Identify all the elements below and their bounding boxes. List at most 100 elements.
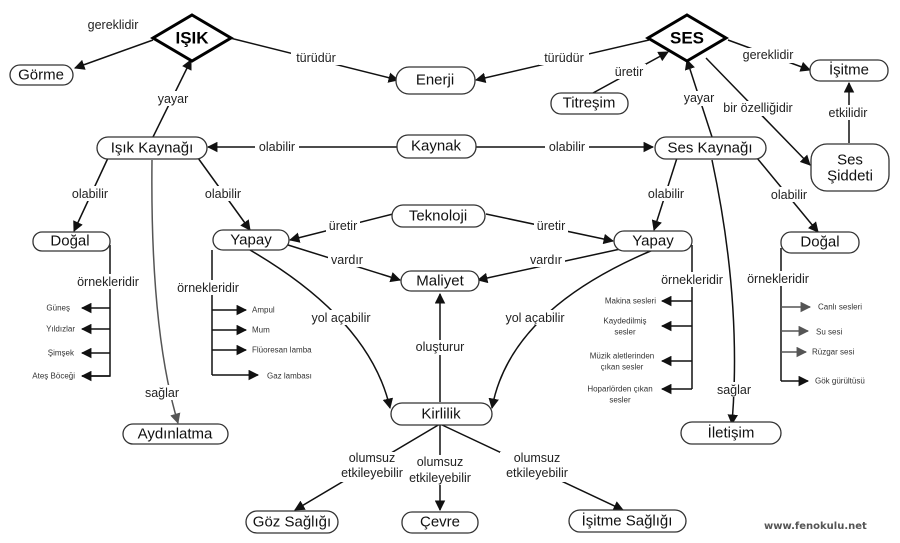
node-ses[interactable]: SES bbox=[645, 13, 729, 63]
isik-kaynagi-label: Işık Kaynağı bbox=[111, 140, 194, 157]
label-ses-isitme: gereklidir bbox=[743, 48, 794, 62]
label-kirlilik-maliyet: oluşturur bbox=[416, 340, 465, 354]
node-yapay-left[interactable]: Yapay bbox=[212, 229, 290, 251]
isik-label: IŞIK bbox=[175, 29, 209, 48]
label-kir-isitme-2: etkileyebilir bbox=[506, 466, 568, 480]
label-ses-enerji: türüdür bbox=[544, 51, 584, 65]
label-kir-cevre-2: etkileyebilir bbox=[409, 471, 471, 485]
label-tek-yapay-r: üretir bbox=[537, 219, 565, 233]
label-kir-cevre-1: olumsuz bbox=[417, 455, 464, 469]
node-iletisim[interactable]: İletişim bbox=[680, 421, 782, 445]
example-yildizlar: Yıldızlar bbox=[46, 325, 75, 334]
node-ses-siddeti[interactable]: Ses Şiddeti bbox=[810, 143, 890, 192]
label-yapay-l-kirlilik: yol açabilir bbox=[311, 311, 370, 325]
watermark: www.fenokulu.net bbox=[764, 521, 867, 532]
node-dogal-left[interactable]: Doğal bbox=[32, 231, 111, 252]
yapay-right-label: Yapay bbox=[632, 233, 674, 250]
ses-siddeti-label-1: Ses bbox=[837, 152, 863, 169]
label-yapay-r-kirlilik: yol açabilir bbox=[505, 311, 564, 325]
node-maliyet[interactable]: Maliyet bbox=[400, 270, 480, 292]
label-ornek-dogal-r: örnekleridir bbox=[747, 272, 809, 286]
example-kaydedilmis-1: Kaydedilmiş bbox=[603, 317, 646, 326]
ses-label: SES bbox=[670, 29, 704, 48]
example-fluoresan: Flüoresan lamba bbox=[252, 346, 312, 355]
kaynak-label: Kaynak bbox=[411, 138, 462, 155]
node-aydinlatma[interactable]: Aydınlatma bbox=[122, 423, 229, 445]
aydinlatma-label: Aydınlatma bbox=[138, 426, 213, 443]
node-titresim[interactable]: Titreşim bbox=[550, 92, 629, 115]
example-ruzgar: Rüzgar sesi bbox=[812, 348, 854, 357]
label-kaynak-ik: olabilir bbox=[259, 140, 295, 154]
node-cevre[interactable]: Çevre bbox=[401, 511, 479, 534]
kirlilik-label: Kirlilik bbox=[421, 406, 461, 423]
node-gorme[interactable]: Görme bbox=[9, 64, 74, 86]
node-yapay-right[interactable]: Yapay bbox=[613, 230, 693, 252]
example-hoparlor-2: sesler bbox=[609, 396, 631, 405]
label-ornek-dogal-l: örnekleridir bbox=[77, 275, 139, 289]
example-makina: Makina sesleri bbox=[605, 297, 656, 306]
teknoloji-label: Teknoloji bbox=[409, 208, 467, 225]
example-gunes: Güneş bbox=[46, 304, 70, 313]
yapay-left-label: Yapay bbox=[230, 232, 272, 249]
node-teknoloji[interactable]: Teknoloji bbox=[391, 204, 486, 228]
gorme-label: Görme bbox=[18, 67, 64, 84]
node-isitme[interactable]: İşitme bbox=[809, 59, 889, 82]
node-ses-kaynagi[interactable]: Ses Kaynağı bbox=[654, 136, 767, 160]
isitme-sagligi-label: İşitme Sağlığı bbox=[582, 512, 673, 530]
label-ses-siddet: bir özelliğidir bbox=[723, 101, 792, 115]
example-muzik-2: çıkan sesler bbox=[601, 363, 644, 372]
cevre-label: Çevre bbox=[420, 514, 460, 531]
label-yapay-l-maliyet: vardır bbox=[331, 253, 363, 267]
edge-isik-gorme bbox=[74, 39, 154, 70]
node-kirlilik[interactable]: Kirlilik bbox=[390, 402, 493, 426]
label-kir-isitme-1: olumsuz bbox=[514, 451, 561, 465]
label-ikaynak-isik: yayar bbox=[158, 92, 189, 106]
label-ornek-yapay-r: örnekleridir bbox=[661, 273, 723, 287]
iletisim-label: İletişim bbox=[708, 424, 755, 442]
example-mum: Mum bbox=[252, 326, 270, 335]
node-goz-sagligi[interactable]: Göz Sağlığı bbox=[245, 510, 339, 534]
enerji-label: Enerji bbox=[416, 72, 454, 89]
label-sk-yapay: olabilir bbox=[648, 187, 684, 201]
node-kaynak[interactable]: Kaynak bbox=[396, 134, 477, 159]
label-kaynak-sk: olabilir bbox=[549, 140, 585, 154]
ses-kaynagi-label: Ses Kaynağı bbox=[667, 140, 752, 157]
label-ik-dogal: olabilir bbox=[72, 187, 108, 201]
label-ik-aydinlatma: sağlar bbox=[145, 386, 179, 400]
isitme-label: İşitme bbox=[829, 61, 869, 79]
example-canli: Canlı sesleri bbox=[818, 303, 862, 312]
label-ornek-yapay-l: örnekleridir bbox=[177, 281, 239, 295]
goz-sagligi-label: Göz Sağlığı bbox=[253, 514, 331, 531]
example-gok: Gök gürültüsü bbox=[815, 377, 865, 386]
edge-yapay-l-kirlilik bbox=[249, 249, 394, 410]
label-skaynak-ses: yayar bbox=[684, 91, 715, 105]
label-titresim-ses: üretir bbox=[615, 65, 643, 79]
label-sk-iletisim: sağlar bbox=[717, 383, 751, 397]
label-tek-yapay-l: üretir bbox=[329, 219, 357, 233]
ses-siddeti-label-2: Şiddeti bbox=[827, 168, 873, 185]
maliyet-label: Maliyet bbox=[416, 273, 464, 290]
node-dogal-right[interactable]: Doğal bbox=[780, 231, 860, 254]
label-kir-goz-1: olumsuz bbox=[349, 451, 396, 465]
example-simsek: Şimşek bbox=[48, 349, 75, 358]
example-ates-bocegi: Ateş Böceği bbox=[32, 372, 75, 381]
example-gaz-lambasi: Gaz lambası bbox=[267, 372, 312, 381]
titresim-label: Titreşim bbox=[563, 95, 616, 112]
dogal-left-label: Doğal bbox=[50, 233, 89, 250]
label-siddet-isitme: etkilidir bbox=[829, 106, 868, 120]
node-isik-kaynagi[interactable]: Işık Kaynağı bbox=[96, 136, 208, 160]
node-isik[interactable]: IŞIK bbox=[150, 13, 234, 63]
example-hoparlor-1: Hoparlörden çıkan bbox=[587, 385, 652, 394]
node-enerji[interactable]: Enerji bbox=[395, 66, 476, 95]
example-ampul: Ampul bbox=[252, 306, 275, 315]
label-ik-yapay: olabilir bbox=[205, 187, 241, 201]
label-sk-dogal: olabilir bbox=[771, 188, 807, 202]
label-yapay-r-maliyet: vardır bbox=[530, 253, 562, 267]
label-isik-enerji: türüdür bbox=[296, 51, 336, 65]
node-isitme-sagligi[interactable]: İşitme Sağlığı bbox=[568, 509, 687, 533]
examples: Güneş Yıldızlar Şimşek Ateş Böceği Ampul… bbox=[32, 297, 865, 405]
link-labels: gereklidir türüdür türüdür üretir gerekl… bbox=[68, 17, 870, 485]
bracket-dogal-light bbox=[82, 245, 111, 377]
label-kir-goz-2: etkileyebilir bbox=[341, 466, 403, 480]
